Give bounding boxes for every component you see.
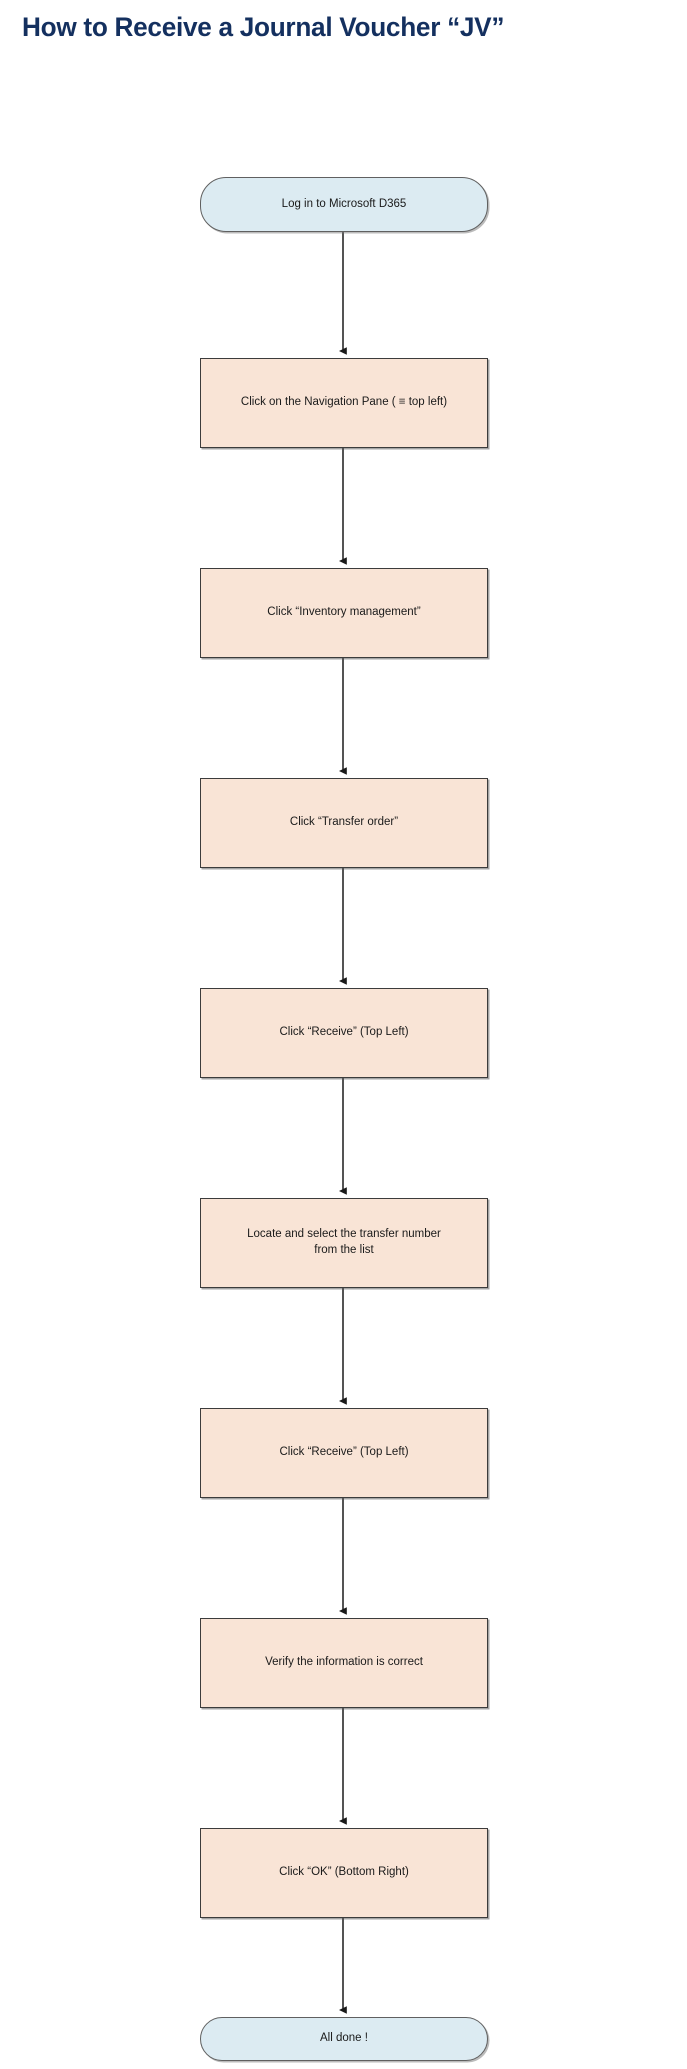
flow-node-label: Locate and select the transfer number fr…	[247, 1228, 441, 1256]
flow-node-receive-second[interactable]: Click “Receive” (Top Left)	[200, 1408, 488, 1498]
flow-node-click-ok[interactable]: Click “OK” (Bottom Right)	[200, 1828, 488, 1918]
flow-node-label: All done !	[320, 2032, 368, 2045]
page-title: How to Receive a Journal Voucher “JV”	[22, 12, 505, 42]
flow-node-label: Click “Transfer order”	[289, 816, 399, 829]
flow-node-locate-transfer-number[interactable]: Locate and select the transfer number fr…	[200, 1198, 488, 1288]
flow-node-receive-first[interactable]: Click “Receive” (Top Left)	[200, 988, 488, 1078]
flow-node-label: Log in to Microsoft D365	[281, 197, 407, 210]
flow-node-label: Click “Receive” (Top Left)	[279, 1446, 409, 1459]
flow-node-label: Click “OK” (Bottom Right)	[279, 1866, 409, 1879]
flow-node-label: Click “Receive” (Top Left)	[279, 1026, 409, 1039]
flow-node-login[interactable]: Log in to Microsoft D365	[200, 177, 488, 232]
flow-node-navigation-pane[interactable]: Click on the Navigation Pane ( ≡ top lef…	[200, 358, 488, 448]
flow-node-verify-information[interactable]: Verify the information is correct	[200, 1618, 488, 1708]
flow-node-transfer-order[interactable]: Click “Transfer order”	[200, 778, 488, 868]
flow-node-inventory-management[interactable]: Click “Inventory management”	[200, 568, 488, 658]
flow-node-label: Verify the information is correct	[265, 1656, 423, 1669]
flow-node-all-done[interactable]: All done !	[200, 2017, 488, 2061]
flow-node-label: Click “Inventory management”	[267, 606, 421, 619]
flow-node-label: Click on the Navigation Pane ( ≡ top lef…	[240, 396, 448, 409]
